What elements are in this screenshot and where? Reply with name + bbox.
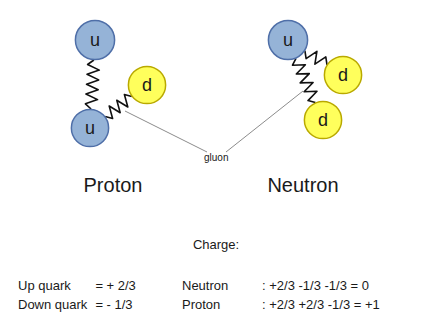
particle-name: Proton	[182, 298, 220, 313]
quark-letter: d	[304, 101, 342, 139]
charge-sum: : +2/3 +2/3 -1/3 = +1	[262, 298, 380, 313]
gluon-spring	[105, 95, 132, 119]
frame-rect	[2, 2, 438, 330]
quark-letter: d	[128, 66, 166, 104]
down-quark-circle: d	[324, 56, 362, 94]
quark-name: Down quark	[18, 298, 87, 313]
charge-heading: Charge:	[193, 238, 239, 253]
up-quark-circle: u	[75, 20, 115, 60]
up-quark-circle: u	[268, 20, 308, 60]
nucleon-circle: Protonudu	[41, 16, 185, 160]
up-quark-circle: u	[71, 109, 109, 147]
spring-path	[105, 95, 132, 119]
particle-title: Proton	[11, 174, 215, 197]
circle-shape	[304, 101, 341, 138]
gluon-spring	[305, 51, 327, 65]
gluon-spring	[293, 58, 318, 102]
charge-value: = + 2/3	[95, 279, 135, 294]
spring-path	[85, 60, 99, 109]
quark-name: Up quark	[18, 279, 71, 294]
circle-shape	[71, 109, 108, 146]
leader-line	[226, 91, 303, 152]
circle-shape	[232, 17, 373, 158]
gluon-spring	[85, 60, 99, 109]
circle-shape	[42, 17, 183, 158]
quark-letter: u	[75, 20, 115, 60]
circle-shape	[75, 20, 114, 59]
particle-title: Neutron	[201, 174, 405, 197]
nucleon-circle: Neutronudd	[231, 16, 375, 160]
spring-path	[293, 58, 318, 102]
quark-letter: u	[71, 109, 109, 147]
down-quark-circle: d	[128, 66, 166, 104]
down-quark-circle: d	[304, 101, 342, 139]
quark-letter: d	[324, 56, 362, 94]
spring-path	[305, 51, 327, 65]
quark-letter: u	[268, 20, 308, 60]
circle-shape	[128, 66, 165, 103]
circle-shape	[324, 56, 361, 93]
particle-name: Neutron	[182, 279, 228, 294]
gluon-label: gluon	[204, 152, 228, 164]
leader-line	[125, 111, 207, 152]
charge-value: = - 1/3	[95, 298, 132, 313]
charge-sum: : +2/3 -1/3 -1/3 = 0	[262, 279, 369, 294]
circle-shape	[268, 20, 307, 59]
